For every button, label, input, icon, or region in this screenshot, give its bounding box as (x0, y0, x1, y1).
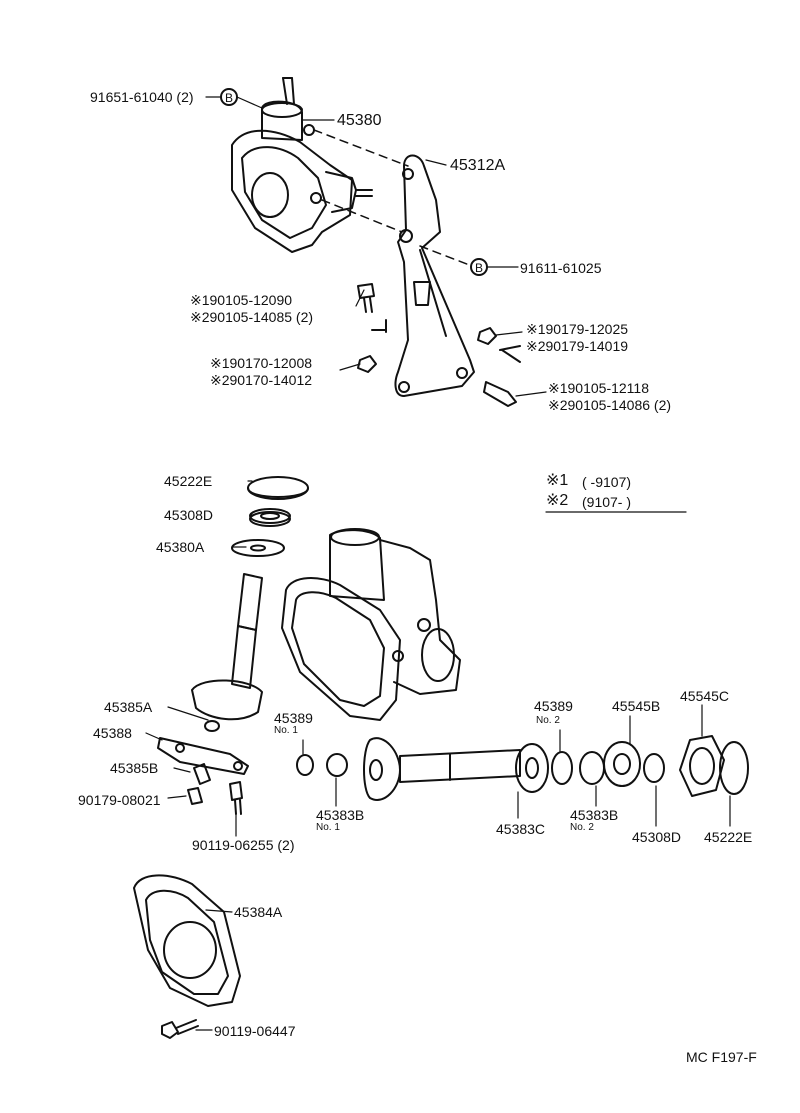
label-washer-2: 45389 (534, 698, 573, 714)
lower-housing-drawing (281, 528, 461, 721)
label-cap-top: 45222E (164, 473, 213, 489)
label-nut-b-2: ※290170-14012 (210, 372, 313, 388)
label-lever-nut: 90179-08021 (78, 792, 161, 808)
sector-shaft-drawing (191, 573, 263, 732)
callout-b-circle-top (220, 88, 238, 106)
legend-row1-mark: ※1 (546, 472, 569, 489)
label-nut-b-1: ※190170-12008 (210, 355, 313, 371)
alignment-lines (313, 129, 473, 267)
label-cap-right: 45222E (704, 829, 753, 845)
label-bearing: 45383C (496, 821, 546, 837)
label-cover: 45384A (234, 904, 283, 920)
label-spring-1: 45383B (316, 807, 365, 823)
callout-b-bracket: B (475, 261, 483, 275)
top-stack-drawing (231, 476, 309, 557)
label-spring-2: 45383B (570, 807, 619, 823)
label-bolt-b-1: ※190105-12118 (548, 380, 650, 396)
label-bolt-b-2: ※290105-14086 (2) (548, 397, 672, 413)
label-washer-1: 45389 (274, 710, 313, 726)
bracket-drawing (371, 154, 521, 397)
legend-row2-range: (9107- ) (582, 494, 632, 510)
shaft-row-drawing (296, 735, 749, 801)
label-spring-2-sub: No. 2 (570, 822, 594, 833)
label-gear-housing: 45380 (337, 112, 382, 129)
cover-drawing (133, 874, 241, 1039)
label-bracket: 45312A (450, 157, 506, 174)
label-bolt-a-1: ※190105-12090 (190, 292, 293, 308)
callout-b-circle-bracket (470, 258, 488, 276)
label-bracket-bolt: 91611-61025 (520, 260, 602, 276)
label-cover-bolt: 90119-06447 (214, 1023, 296, 1039)
label-adjuster: 45545B (612, 698, 661, 714)
label-washer-1-sub: No. 1 (274, 725, 298, 736)
label-shim: 45380A (156, 539, 205, 555)
label-lock-nut: 45545C (680, 688, 730, 704)
label-nut-a-2: ※290179-14019 (526, 338, 629, 354)
label-lever-plate: 45388 (93, 725, 132, 741)
label-lever-pin: 45385A (104, 699, 153, 715)
lever-drawing (157, 737, 249, 815)
label-lever-spring: 45385B (110, 760, 159, 776)
label-bolt-a-2: ※290105-14085 (2) (190, 309, 314, 325)
legend-row2-mark: ※2 (546, 492, 569, 509)
callout-b-top: B (225, 91, 233, 105)
legend-row1-range: ( -9107) (582, 474, 632, 490)
label-washer-2-sub: No. 2 (536, 715, 560, 726)
figure-code: MC F197-F (686, 1049, 757, 1065)
label-seal-right: 45308D (632, 829, 682, 845)
label-bolt-top: 91651-61040 (2) (90, 89, 194, 105)
label-spring-1-sub: No. 1 (316, 822, 340, 833)
label-lever-bolt: 90119-06255 (2) (192, 837, 295, 853)
label-nut-a-1: ※190179-12025 (526, 321, 629, 337)
gear-housing-drawing (231, 77, 373, 253)
label-seal-top: 45308D (164, 507, 214, 523)
leader-lines (145, 96, 731, 1031)
upper-fasteners (357, 283, 517, 407)
